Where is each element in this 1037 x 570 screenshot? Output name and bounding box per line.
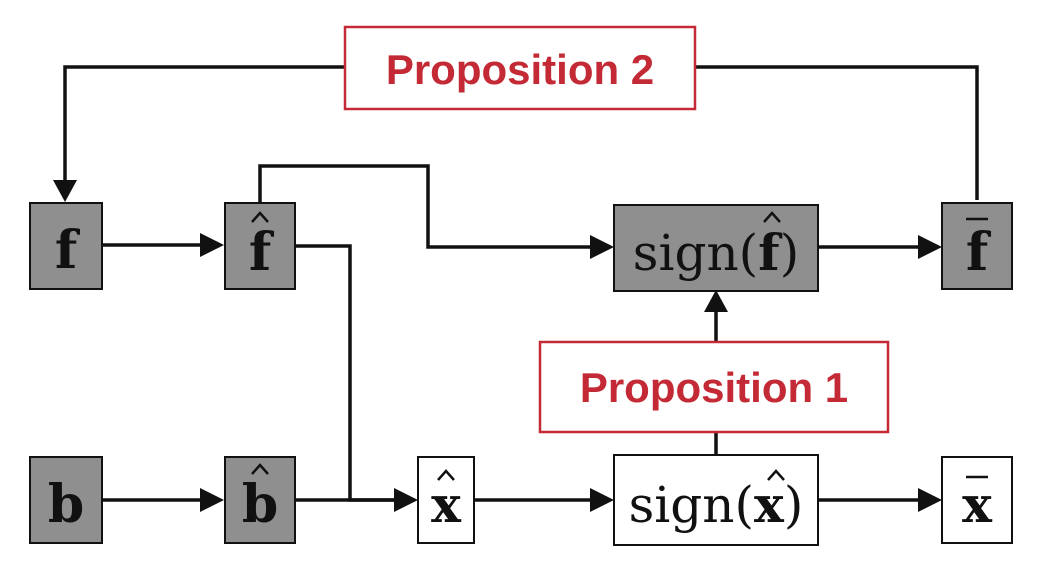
hat-mark (763, 211, 781, 223)
node-b: b (29, 456, 103, 544)
svg-text:sign(f): sign(f) (633, 223, 799, 282)
arrowhead-into-signf-bottom (704, 290, 728, 312)
node-f: f (29, 202, 103, 290)
connector-prop2-left (60, 65, 345, 193)
svg-text:sign(x): sign(x) (629, 475, 804, 534)
sign-f-hat-suffix: ) (780, 224, 800, 282)
connector-prop2-right (695, 65, 979, 200)
arrowhead-into-fbar (918, 235, 942, 259)
node-x-bar: x (941, 456, 1013, 544)
proposition-2-label: Proposition 2 (386, 46, 654, 93)
connector-fhat-to-xhat (294, 244, 395, 502)
node-f-bar-label: f (966, 222, 992, 283)
proposition-1-box: Proposition 1 (538, 340, 890, 434)
hat-mark (251, 463, 269, 475)
connectors (53, 65, 979, 512)
node-f-label: f (55, 220, 81, 281)
proposition-1-label: Proposition 1 (580, 364, 848, 411)
node-b-hat: b (224, 456, 296, 544)
node-f-hat: f (224, 202, 296, 290)
arrowhead-into-fhat (200, 233, 224, 257)
node-f-bar: f (941, 202, 1013, 290)
sign-x-hat-var: x (754, 475, 785, 534)
sign-f-hat-prefix: sign( (633, 224, 758, 282)
sign-f-hat-var: f (758, 223, 783, 282)
hat-mark (767, 469, 785, 481)
hat-mark (437, 469, 455, 481)
node-b-hat-label: b (242, 474, 278, 535)
connector-fhat-to-signf (258, 164, 595, 249)
node-f-hat-label: f (249, 222, 275, 283)
node-b-label: b (48, 474, 84, 535)
proposition-2-box: Proposition 2 (343, 25, 697, 111)
node-sign-f-hat: sign(f) (613, 204, 819, 292)
arrowhead-into-xhat (394, 488, 418, 512)
node-sign-x-hat: sign(x) (613, 454, 819, 546)
arrowhead-into-xbar (918, 488, 942, 512)
hat-mark (251, 211, 269, 223)
node-x-hat: x (417, 456, 475, 544)
arrowhead-into-signf (590, 235, 614, 259)
arrowhead-into-signx (590, 488, 614, 512)
arrowhead-into-f (53, 180, 77, 202)
node-x-hat-label: x (431, 475, 462, 534)
node-x-bar-label: x (962, 475, 993, 534)
arrowhead-into-bhat (200, 488, 224, 512)
sign-x-hat-suffix: ) (784, 476, 804, 534)
sign-x-hat-prefix: sign( (629, 476, 754, 534)
